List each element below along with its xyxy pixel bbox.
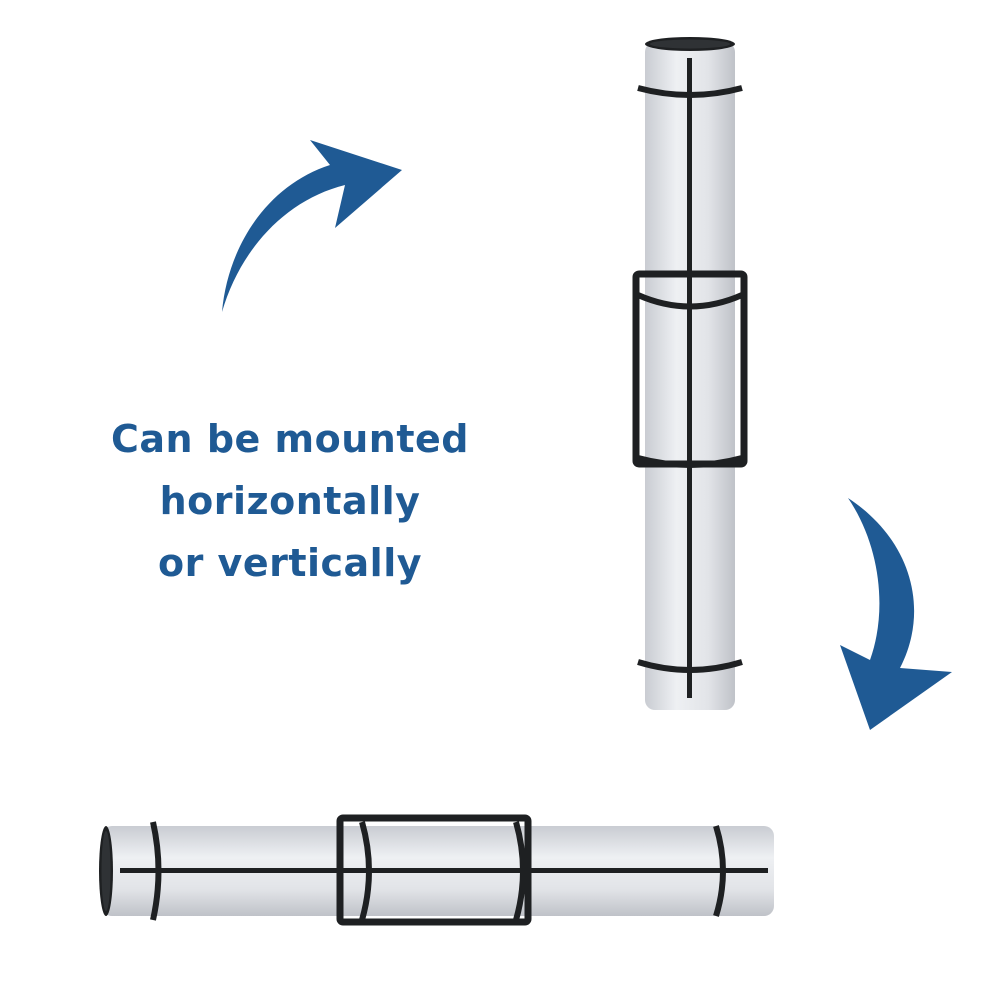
- caption-line-2: horizontally: [159, 479, 421, 523]
- caption-line-1: Can be mounted: [111, 417, 469, 461]
- curved-arrow-up-right-icon: [222, 140, 402, 312]
- vertical-light-fixture: [632, 37, 748, 710]
- mounting-caption: Can be mounted horizontally or verticall…: [70, 408, 510, 594]
- curved-arrow-down-icon: [840, 498, 952, 730]
- caption-line-3: or vertically: [157, 541, 423, 585]
- horizontal-light-fixture: [99, 814, 774, 926]
